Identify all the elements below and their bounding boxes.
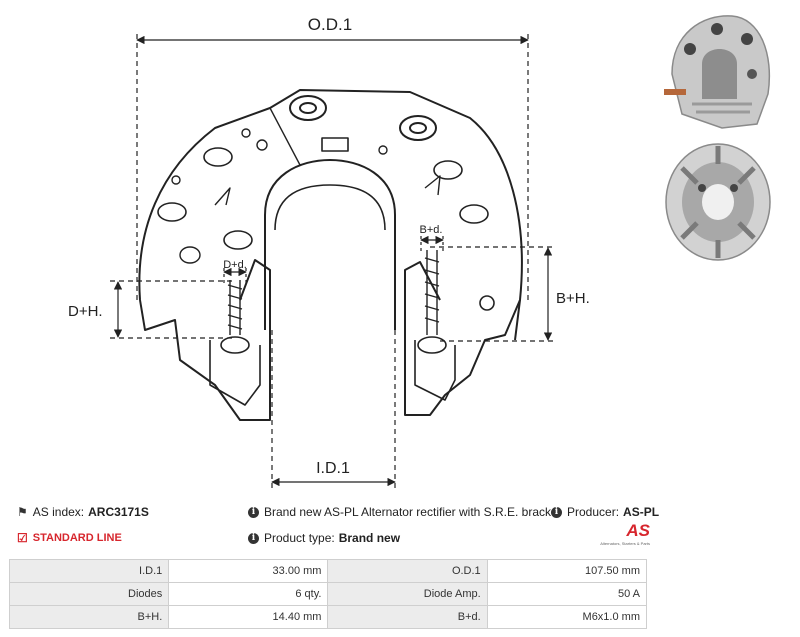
product-photo-back <box>662 138 774 266</box>
as-index: ⚑ AS index: ARC3171S <box>17 505 149 519</box>
spec-key: Diodes <box>8 582 170 606</box>
table-row: Diodes 6 qty. Diode Amp. 50 A <box>8 582 648 606</box>
spec-value: 107.50 mm <box>486 559 648 583</box>
spec-value: 6 qty. <box>168 582 329 606</box>
bd-label: B+d. <box>420 224 443 236</box>
dd-label: D+d. <box>223 259 247 271</box>
product-type-label: Product type: <box>264 531 335 545</box>
spec-value: 14.40 mm <box>168 605 329 629</box>
id-label: I.D.1 <box>316 460 350 477</box>
spec-key: B+H. <box>8 605 170 629</box>
description: i Brand new AS-PL Alternator rectifier w… <box>248 505 561 519</box>
spec-value: 33.00 mm <box>168 559 329 583</box>
table-row: B+H. 14.40 mm B+d. M6x1.0 mm <box>8 605 648 629</box>
spec-table: I.D.1 33.00 mm O.D.1 107.50 mm Diodes 6 … <box>8 559 648 629</box>
spec-value: M6x1.0 mm <box>486 605 648 629</box>
product-type: i Product type: Brand new <box>248 531 400 545</box>
od-label: O.D.1 <box>308 15 352 34</box>
as-index-value: ARC3171S <box>88 505 149 519</box>
as-logo-mark: AS <box>626 521 650 540</box>
standard-line-badge: ☑ STANDARD LINE <box>17 531 122 545</box>
as-logo: AS Alternators, Starters & Parts <box>586 522 650 552</box>
product-type-value: Brand new <box>338 531 401 545</box>
spec-key: O.D.1 <box>327 559 488 583</box>
standard-line-text: STANDARD LINE <box>32 532 122 544</box>
spec-value: 50 A <box>486 582 648 606</box>
rectifier-body-outline <box>138 89 523 341</box>
producer-label: Producer: <box>567 505 620 519</box>
rectifier-inner-cutout <box>264 159 396 330</box>
right-leg <box>404 261 521 416</box>
spec-key: B+d. <box>327 605 488 629</box>
table-row: I.D.1 33.00 mm O.D.1 107.50 mm <box>8 559 648 583</box>
bh-label: B+H. <box>556 290 590 307</box>
spec-key: Diode Amp. <box>327 582 488 606</box>
dh-label: D+H. <box>68 303 103 320</box>
as-index-label: AS index: <box>32 505 85 519</box>
info-icon: i <box>551 506 562 518</box>
right-bolt <box>424 250 440 335</box>
product-photo-front <box>662 4 774 132</box>
checkbox-icon: ☑ <box>17 531 28 545</box>
producer: i Producer: AS-PL <box>551 505 659 519</box>
technical-drawing: O.D.1 I.D.1 D+H. B+H. D+d. B+d. <box>68 15 590 488</box>
left-bolt <box>227 280 243 335</box>
producer-value: AS-PL <box>623 505 660 519</box>
tags-icon: ⚑ <box>17 505 28 519</box>
spec-key: I.D.1 <box>8 559 170 583</box>
info-icon: i <box>248 506 259 518</box>
as-logo-tagline: Alternators, Starters & Parts <box>600 541 650 546</box>
left-leg <box>139 259 271 421</box>
description-text: Brand new AS-PL Alternator rectifier wit… <box>264 505 562 519</box>
info-icon: i <box>248 532 259 544</box>
